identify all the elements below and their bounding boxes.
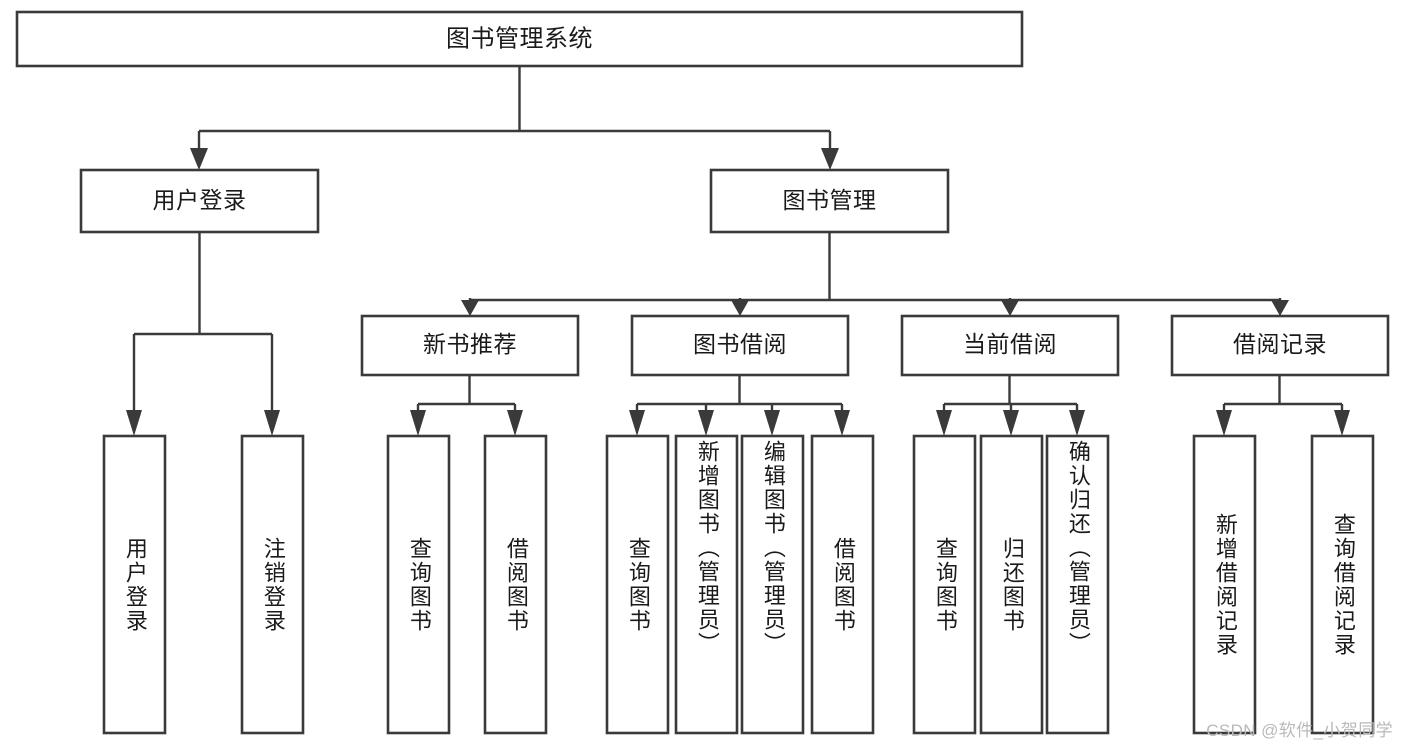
leaf-box-borrow-book-1[interactable]	[483, 434, 548, 735]
node-book-management-label: 图书管理	[783, 187, 877, 213]
arrow-head-icon	[1069, 410, 1085, 436]
node-user-login[interactable]	[79, 168, 320, 234]
node-current-borrow-label: 当前借阅	[963, 331, 1057, 357]
arrow-head-icon	[1003, 410, 1019, 436]
arrow-head-icon	[731, 300, 749, 316]
node-borrow-records-label: 借阅记录	[1233, 331, 1327, 357]
node-user-login-label: 用户登录	[153, 187, 247, 213]
node-borrow-records[interactable]	[1170, 314, 1390, 377]
arrow-head-icon	[936, 410, 952, 436]
node-root[interactable]	[15, 10, 1024, 68]
connector-group-bookmgmt-to-level3	[461, 232, 1289, 316]
node-new-book-recommend-label: 新书推荐	[423, 331, 517, 357]
connector-group-borrowrecords-to-leaves	[1216, 375, 1350, 436]
leaf-box-edit-book[interactable]	[740, 434, 805, 735]
arrow-head-icon	[1001, 300, 1019, 316]
arrow-head-icon	[190, 148, 208, 170]
arrow-head-icon	[821, 148, 839, 170]
node-root-label: 图书管理系统	[446, 25, 593, 52]
node-book-management[interactable]	[709, 168, 950, 234]
connector-group-currentborrow-to-leaves	[936, 375, 1085, 436]
arrow-head-icon	[507, 410, 523, 436]
node-book-borrow[interactable]	[630, 314, 850, 377]
leaf-box-return-book[interactable]	[979, 434, 1044, 735]
connector-group-root-to-level2	[190, 66, 839, 170]
arrow-head-icon	[126, 410, 142, 436]
leaf-box-add-book[interactable]	[674, 434, 739, 735]
leaf-box-query-book-1[interactable]	[386, 434, 451, 735]
node-new-book-recommend[interactable]	[360, 314, 580, 377]
node-current-borrow[interactable]	[900, 314, 1120, 377]
connector-group-newbook-to-leaves	[410, 375, 523, 436]
arrow-head-icon	[698, 410, 714, 436]
arrow-head-icon	[1334, 410, 1350, 436]
arrow-head-icon	[629, 410, 645, 436]
connector-group-bookborrow-to-leaves	[629, 375, 850, 436]
arrow-head-icon	[410, 410, 426, 436]
arrow-head-icon	[461, 300, 479, 316]
leaf-box-user-login[interactable]	[102, 434, 167, 735]
arrow-head-icon	[1216, 410, 1232, 436]
arrow-head-icon	[1271, 300, 1289, 316]
leaf-box-confirm-return[interactable]	[1045, 434, 1110, 735]
leaf-box-logout[interactable]	[240, 434, 305, 735]
node-book-borrow-label: 图书借阅	[693, 331, 787, 357]
arrow-head-icon	[834, 410, 850, 436]
connector-group-userlogin-to-leaves	[126, 232, 280, 436]
leaf-box-borrow-book-2[interactable]	[810, 434, 875, 735]
arrow-head-icon	[264, 410, 280, 436]
leaf-box-query-book-3[interactable]	[912, 434, 977, 735]
arrow-head-icon	[764, 410, 780, 436]
leaf-box-query-book-2[interactable]	[605, 434, 670, 735]
leaf-box-add-borrow-record[interactable]	[1192, 434, 1257, 735]
leaf-box-query-borrow-record[interactable]	[1310, 434, 1375, 735]
